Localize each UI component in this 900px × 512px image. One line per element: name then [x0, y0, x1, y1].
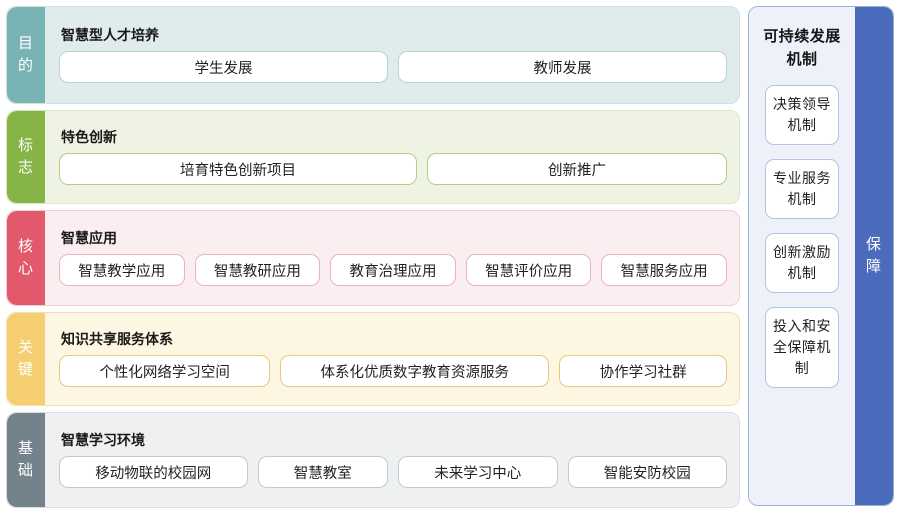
row-item[interactable]: 智慧评价应用 [465, 254, 592, 287]
row-item[interactable]: 培育特色创新项目 [59, 153, 417, 186]
row-item[interactable]: 智慧教室 [257, 456, 388, 489]
row-body-core: 智慧应用 智慧教学应用 智慧教研应用 教育治理应用 智慧评价应用 智慧服务应用 [45, 211, 739, 305]
row-title: 智慧学习环境 [61, 431, 145, 448]
row-body-purpose: 智慧型人才培养 学生发展 教师发展 [45, 7, 739, 103]
row-items: 智慧教学应用 智慧教研应用 教育治理应用 智慧评价应用 智慧服务应用 [59, 254, 727, 287]
mechanism-list: 决策领导机制 专业服务机制 创新激励机制 投入和安全保障机制 [758, 85, 846, 388]
row-tab-char: 志 [17, 159, 34, 176]
row-item[interactable]: 移动物联的校园网 [59, 456, 248, 489]
row-tab-char: 基 [17, 440, 34, 458]
guarantee-strip-char: 障 [865, 258, 882, 275]
row-tab-char: 核 [17, 238, 34, 256]
row-title: 智慧型人才培养 [61, 26, 159, 43]
row-title: 智慧应用 [61, 229, 117, 246]
layer-row-key[interactable]: 关 键 知识共享服务体系 个性化网络学习空间 体系化优质数字教育资源服务 协作学… [6, 312, 740, 406]
layer-row-foundation[interactable]: 基 础 智慧学习环境 移动物联的校园网 智慧教室 未来学习中心 智能安防校园 [6, 412, 740, 508]
row-item[interactable]: 协作学习社群 [559, 355, 728, 388]
row-item[interactable]: 创新推广 [427, 153, 727, 186]
row-items: 移动物联的校园网 智慧教室 未来学习中心 智能安防校园 [59, 456, 727, 489]
row-items: 个性化网络学习空间 体系化优质数字教育资源服务 协作学习社群 [59, 355, 728, 388]
row-tab-char: 标 [17, 137, 34, 155]
row-tab-char: 心 [17, 260, 34, 277]
mechanism-item[interactable]: 决策领导机制 [765, 85, 839, 145]
row-item[interactable]: 智慧教学应用 [59, 254, 185, 287]
row-tab-char: 的 [17, 57, 34, 74]
row-item[interactable]: 体系化优质数字教育资源服务 [280, 355, 550, 388]
guarantee-panel-body: 可持续发展机制 决策领导机制 专业服务机制 创新激励机制 投入和安全保障机制 [749, 7, 855, 505]
mechanism-item[interactable]: 投入和安全保障机制 [765, 307, 839, 388]
mechanism-item[interactable]: 创新激励机制 [765, 233, 839, 293]
row-item[interactable]: 学生发展 [59, 51, 388, 84]
row-tab-purpose: 目 的 [7, 7, 45, 103]
layer-row-core[interactable]: 核 心 智慧应用 智慧教学应用 智慧教研应用 教育治理应用 智慧评价应用 智慧服… [6, 210, 740, 306]
row-tab-char: 目 [17, 35, 34, 53]
row-tab-char: 关 [17, 339, 34, 357]
guarantee-side-strip: 保 障 [855, 7, 893, 505]
guarantee-panel[interactable]: 可持续发展机制 决策领导机制 专业服务机制 创新激励机制 投入和安全保障机制 保… [748, 6, 894, 506]
row-item[interactable]: 智慧服务应用 [601, 254, 727, 287]
row-item[interactable]: 未来学习中心 [398, 456, 558, 489]
row-body-key: 知识共享服务体系 个性化网络学习空间 体系化优质数字教育资源服务 协作学习社群 [45, 313, 739, 405]
row-tab-foundation: 基 础 [7, 413, 45, 507]
row-title: 特色创新 [61, 128, 117, 145]
row-tab-char: 键 [17, 361, 34, 378]
layer-row-hallmark[interactable]: 标 志 特色创新 培育特色创新项目 创新推广 [6, 110, 740, 204]
row-item[interactable]: 教师发展 [398, 51, 727, 84]
row-item[interactable]: 教育治理应用 [330, 254, 456, 287]
guarantee-panel-title: 可持续发展机制 [763, 28, 841, 68]
row-tab-hallmark: 标 志 [7, 111, 45, 203]
row-items: 学生发展 教师发展 [59, 51, 727, 84]
row-items: 培育特色创新项目 创新推广 [59, 153, 727, 186]
mechanism-item[interactable]: 专业服务机制 [765, 159, 839, 219]
row-item[interactable]: 个性化网络学习空间 [59, 355, 271, 388]
row-tab-core: 核 心 [7, 211, 45, 305]
row-item[interactable]: 智慧教研应用 [194, 254, 321, 287]
row-body-foundation: 智慧学习环境 移动物联的校园网 智慧教室 未来学习中心 智能安防校园 [45, 413, 739, 507]
row-tab-key: 关 键 [7, 313, 45, 405]
layer-rows-container: 目 的 智慧型人才培养 学生发展 教师发展 标 志 特色创新 培育特色创新项目 [6, 6, 740, 508]
layer-row-purpose[interactable]: 目 的 智慧型人才培养 学生发展 教师发展 [6, 6, 740, 104]
row-body-hallmark: 特色创新 培育特色创新项目 创新推广 [45, 111, 739, 203]
guarantee-strip-char: 保 [865, 236, 882, 254]
row-item[interactable]: 智能安防校园 [567, 456, 727, 489]
row-tab-char: 础 [17, 462, 34, 479]
row-title: 知识共享服务体系 [61, 330, 173, 347]
